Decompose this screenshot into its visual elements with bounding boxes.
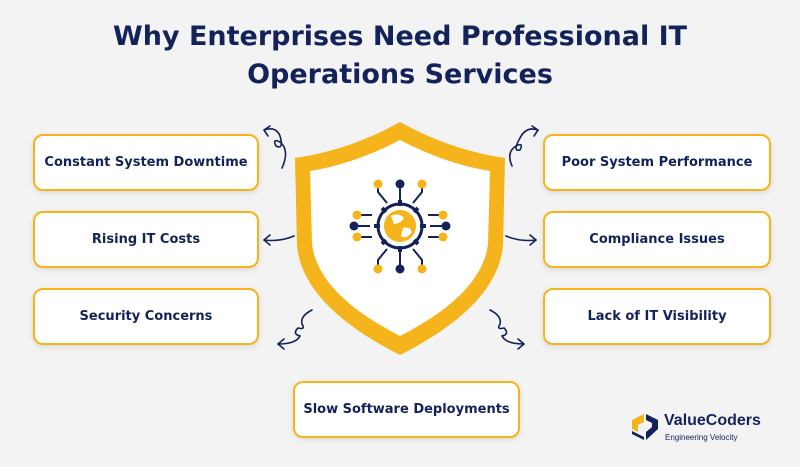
reason-label: Compliance Issues [589, 232, 725, 247]
reason-box-lack-of-it-visibility: Lack of IT Visibility [543, 288, 771, 345]
reason-label: Poor System Performance [561, 155, 753, 170]
reason-box-security-concerns: Security Concerns [33, 288, 259, 345]
title-line-2: Operations Services [247, 59, 553, 90]
arrow-icon-top-right [508, 125, 539, 167]
reason-label: Constant System Downtime [44, 155, 248, 170]
valuecoders-logo: ValueCoders Engineering Velocity [630, 410, 790, 454]
globe-icon [384, 210, 416, 242]
reason-label: Slow Software Deployments [303, 402, 510, 417]
reason-box-compliance-issues: Compliance Issues [543, 211, 771, 268]
arrow-icon-bottom-right [489, 309, 525, 350]
reason-label: Lack of IT Visibility [587, 309, 727, 324]
reason-box-rising-it-costs: Rising IT Costs [33, 211, 259, 268]
logo-tagline: Engineering Velocity [665, 433, 738, 442]
logo-name: ValueCoders [664, 412, 761, 429]
arrow-icon-mid-left [263, 234, 295, 246]
title-line-1: Why Enterprises Need Professional IT [112, 21, 688, 52]
reason-label: Security Concerns [79, 309, 213, 324]
arrow-icon-mid-right [505, 234, 537, 246]
circuit-nodes [349, 179, 451, 274]
reason-label: Rising IT Costs [91, 232, 201, 247]
reason-box-poor-system-performance: Poor System Performance [543, 134, 771, 191]
arrow-icon-top-left [263, 125, 287, 169]
reason-box-slow-software-deployments: Slow Software Deployments [293, 381, 520, 438]
logo-mark-icon [632, 414, 658, 440]
reason-box-constant-system-downtime: Constant System Downtime [33, 134, 259, 191]
diagram-title: Why Enterprises Need Professional IT Ope… [0, 18, 800, 94]
arrow-icon-bottom-left [277, 309, 313, 350]
